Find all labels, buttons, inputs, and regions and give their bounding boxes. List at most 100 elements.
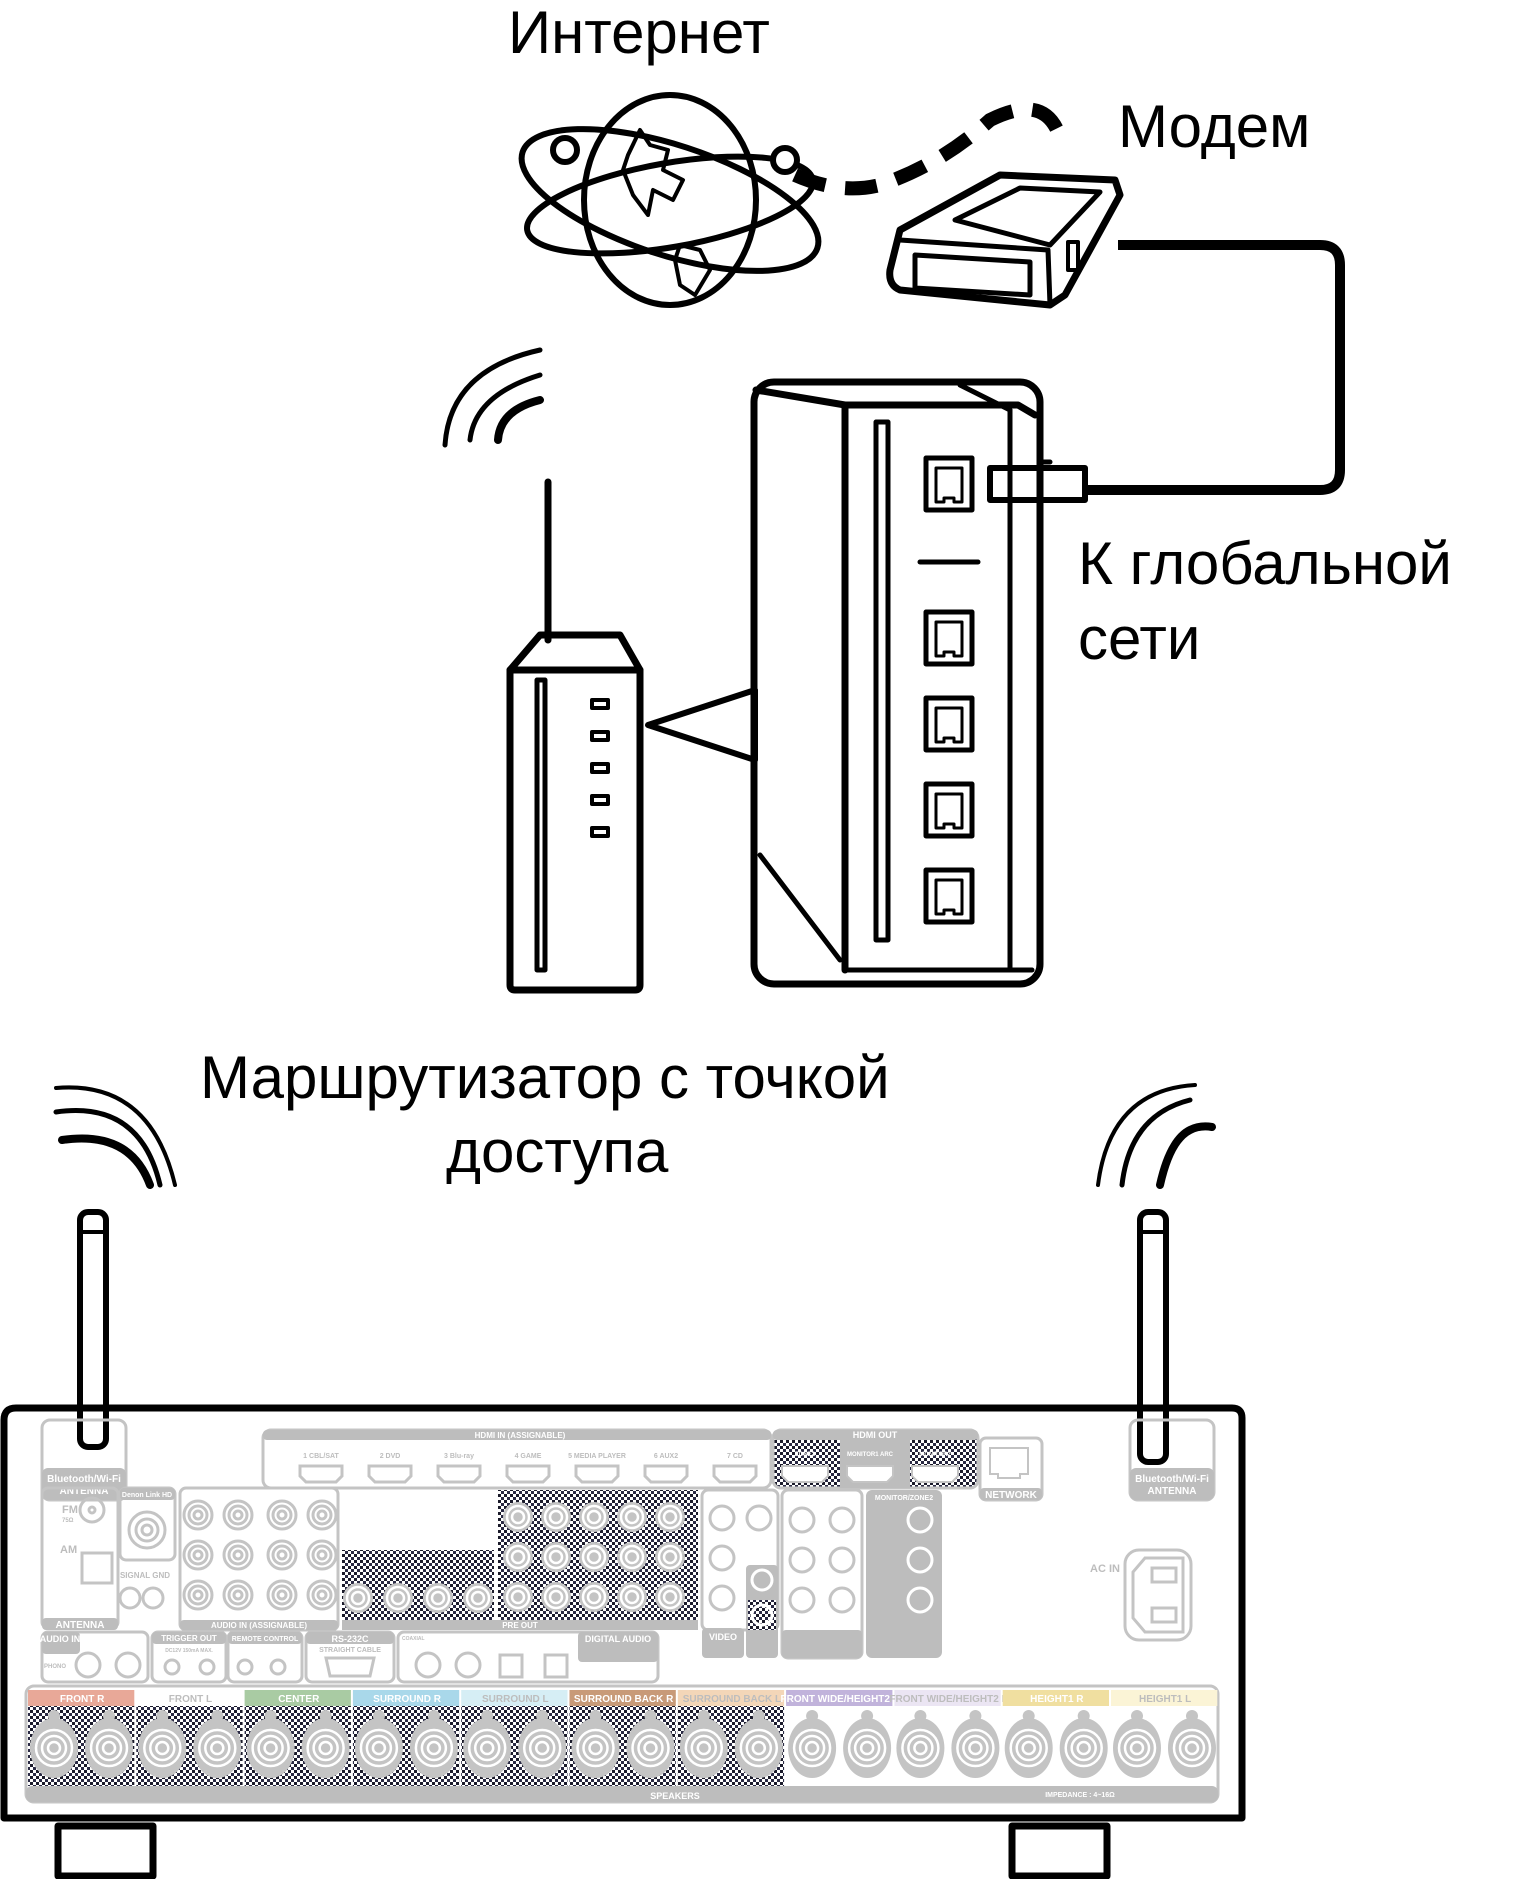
rca-jack [222,1579,254,1611]
speaker-terminal [626,1710,675,1778]
svg-text:SPEAKERS: SPEAKERS [650,1791,700,1801]
speaker-terminal [246,1710,295,1778]
svg-text:75Ω: 75Ω [62,1518,74,1524]
rj45-plug [987,459,1088,503]
speaker-terminal [1004,1710,1053,1778]
hdmi-in-label: 1 CBL/SAT [303,1453,339,1460]
receiver-right-wifi-icon [1096,1083,1216,1189]
rca-jack [306,1539,338,1571]
router-label-line2: доступа [446,1118,669,1185]
hdmi-in-label: 5 MEDIA PLAYER [568,1453,626,1460]
phono-in: AUDIO IN PHONO [40,1630,150,1684]
hdmi-in-port: 4 GAME [505,1453,551,1484]
speaker-terminal [1113,1710,1161,1778]
svg-text:TRIGGER OUT: TRIGGER OUT [161,1634,217,1643]
hdmi-in-label: 2 DVD [380,1453,401,1460]
svg-text:ANTENNA: ANTENNA [1148,1486,1197,1497]
rca-jack [222,1499,254,1531]
hdmi-in-label: 7 CD [727,1453,743,1460]
speaker-channel: CENTER [244,1690,351,1786]
component-video-out: MONITOR/ZONE2 [866,1490,942,1658]
lan-port-3 [923,781,975,839]
svg-text:Bluetooth/Wi-Fi: Bluetooth/Wi-Fi [47,1474,121,1485]
speaker-channel: SURROUND R [352,1690,460,1786]
speaker-terminal [463,1710,512,1778]
svg-text:AM: AM [60,1544,77,1556]
speaker-terminal [193,1710,242,1778]
pre-out-jack [579,1502,609,1532]
rca-jack [222,1539,254,1571]
speaker-channel-label: HEIGHT1 L [1139,1694,1191,1705]
speaker-terminal [734,1710,783,1778]
pre-out-jack [617,1542,647,1572]
svg-text:Denon Link HD: Denon Link HD [122,1492,172,1499]
component-video-in [780,1488,864,1660]
pre-out-jack [503,1502,533,1532]
svg-text:REMOTE CONTROL: REMOTE CONTROL [232,1636,299,1643]
svg-text:RS-232C: RS-232C [331,1634,369,1644]
pre-out-jack [503,1582,533,1612]
speaker-channel: HEIGHT1 L [1111,1690,1218,1778]
av-receiver [0,1209,1246,1879]
pre-out-jack [617,1502,647,1532]
wan-label-line2: сети [1078,605,1200,672]
speaker-channel-label: FRONT WIDE/HEIGHT2 R [781,1694,901,1705]
rca-jack [266,1499,298,1531]
lan-port-2 [923,695,975,753]
speaker-terminal [301,1710,350,1778]
svg-text:NETWORK: NETWORK [985,1490,1037,1501]
svg-text:IMPEDANCE : 4~16Ω: IMPEDANCE : 4~16Ω [1045,1792,1115,1799]
speaker-channel: SURROUND BACK R [569,1690,676,1786]
remote-control: REMOTE CONTROL [226,1630,304,1684]
internet-label: Интернет [508,0,770,66]
modem-label: Модем [1118,93,1310,160]
speaker-terminal [896,1710,945,1778]
speaker-channel: SURROUND BACK L [677,1690,785,1786]
svg-text:FM: FM [62,1504,78,1516]
speaker-terminal [85,1710,133,1778]
pre-out-jack [503,1542,533,1572]
speaker-terminal [843,1710,892,1778]
rca-jack [306,1579,338,1611]
pre-out-jack [579,1542,609,1572]
speaker-channel: FRONT WIDE/HEIGHT2 L [889,1690,1008,1778]
router-label-line1: Маршрутизатор с точкой [200,1044,890,1111]
speaker-terminal [409,1710,458,1778]
speaker-channel-label: SURROUND BACK R [574,1694,674,1705]
wan-cable [1085,240,1345,495]
speaker-terminal [788,1710,837,1778]
pre-out-jack [579,1582,609,1612]
audio-in-panel: AUDIO IN (ASSIGNABLE) [178,1486,340,1632]
hdmi-in-label: 3 Blu-ray [444,1453,474,1460]
svg-text:AUDIO IN (ASSIGNABLE): AUDIO IN (ASSIGNABLE) [211,1621,307,1630]
hdmi-in-port: 3 Blu-ray [436,1453,482,1484]
speaker-terminal [138,1710,187,1778]
speaker-channel-label: SURROUND BACK L [683,1694,781,1705]
pre-out-jack [463,1583,493,1613]
rca-jack [182,1539,214,1571]
antenna-section: FM 75Ω AM ANTENNA [40,1486,120,1631]
svg-text:HDMI OUT: HDMI OUT [853,1430,898,1440]
router-icon [442,347,644,994]
speaker-channel: FRONT L [136,1690,243,1786]
internet-link-dashed [792,102,1069,196]
wan-port [923,455,975,513]
speaker-channel-label: SURROUND L [482,1694,549,1705]
pre-out-jack [655,1582,685,1612]
hdmi-in-port: 6 AUX2 [643,1453,689,1484]
rca-jack [182,1499,214,1531]
lan-port-4 [923,867,975,925]
speaker-channel: FRONT R [28,1690,135,1786]
svg-text:ANTENNA: ANTENNA [60,1486,109,1497]
hdmi-in-port: 2 DVD [367,1453,413,1484]
pre-out-jack [541,1542,571,1572]
network-port: NETWORK [978,1436,1044,1502]
router-callout [645,687,758,763]
router-port-panel [750,378,1044,988]
speaker-channel-label: FRONT L [169,1694,212,1705]
speaker-terminal [1168,1710,1216,1778]
speaker-terminal [951,1710,1000,1778]
svg-text:SIGNAL GND: SIGNAL GND [120,1571,170,1580]
svg-text:AC IN: AC IN [1090,1563,1120,1575]
